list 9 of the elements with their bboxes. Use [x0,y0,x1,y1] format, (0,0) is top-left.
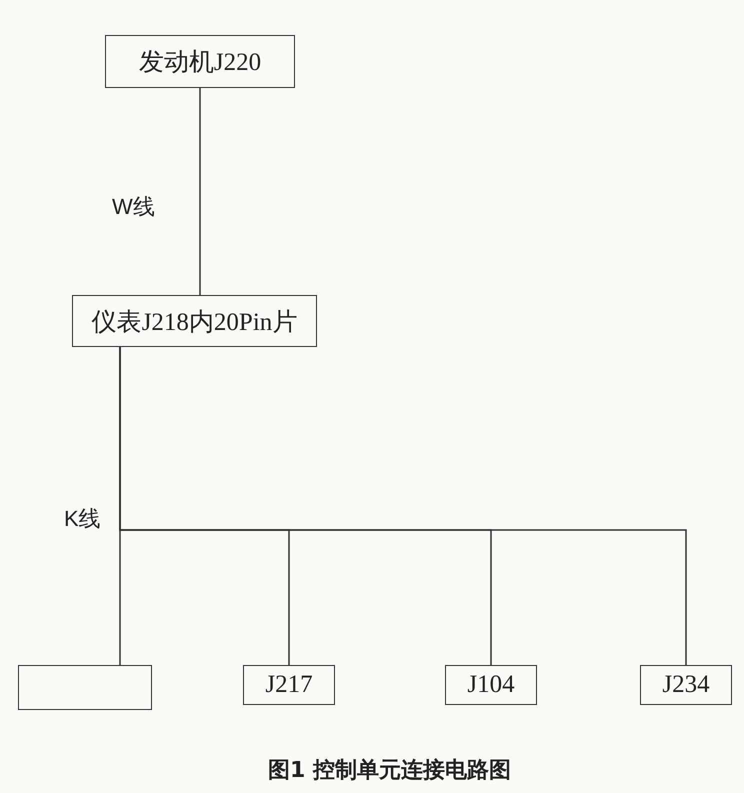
unit-box: 发动机J220 [105,35,295,88]
unit-box: J234 [640,665,732,705]
connector-line [199,88,201,295]
unit-box: 仪表J218内20Pin片 [72,295,317,347]
unit-box: J104 [445,665,537,705]
unit-box: J217 [243,665,335,705]
figure-caption: 图1 控制单元连接电路图 [268,757,511,785]
unit-box [18,665,152,710]
connector-line [119,347,687,665]
